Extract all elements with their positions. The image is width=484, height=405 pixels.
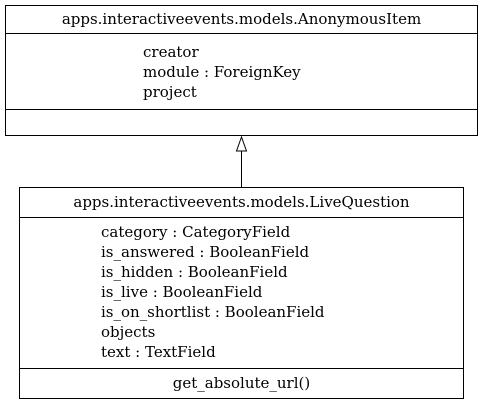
class-name: apps.interactiveevents.models.AnonymousI…: [6, 6, 477, 34]
class-box-anonymous-item: apps.interactiveevents.models.AnonymousI…: [5, 5, 478, 136]
class-attribute: is_answered : BooleanField: [101, 243, 310, 261]
class-attribute: creator: [143, 43, 199, 61]
class-box-live-question: apps.interactiveevents.models.LiveQuesti…: [19, 187, 464, 399]
inheritance-arrowhead-icon: [235, 135, 248, 152]
class-attribute: is_live : BooleanField: [101, 283, 263, 301]
class-method: get_absolute_url(): [172, 374, 311, 392]
class-attribute: module : ForeignKey: [143, 63, 301, 81]
class-attribute: objects: [101, 323, 156, 341]
class-attributes: category : CategoryField is_answered : B…: [20, 218, 463, 369]
class-attribute: category : CategoryField: [101, 223, 291, 241]
class-name: apps.interactiveevents.models.LiveQuesti…: [20, 188, 463, 218]
class-methods: [6, 110, 477, 135]
class-attribute: text : TextField: [101, 343, 216, 361]
class-methods: get_absolute_url(): [20, 369, 463, 398]
class-attribute: is_on_shortlist : BooleanField: [101, 303, 325, 321]
class-attributes: creator module : ForeignKey project: [6, 34, 477, 110]
class-attribute: is_hidden : BooleanField: [101, 263, 288, 281]
class-attribute: project: [143, 83, 197, 101]
